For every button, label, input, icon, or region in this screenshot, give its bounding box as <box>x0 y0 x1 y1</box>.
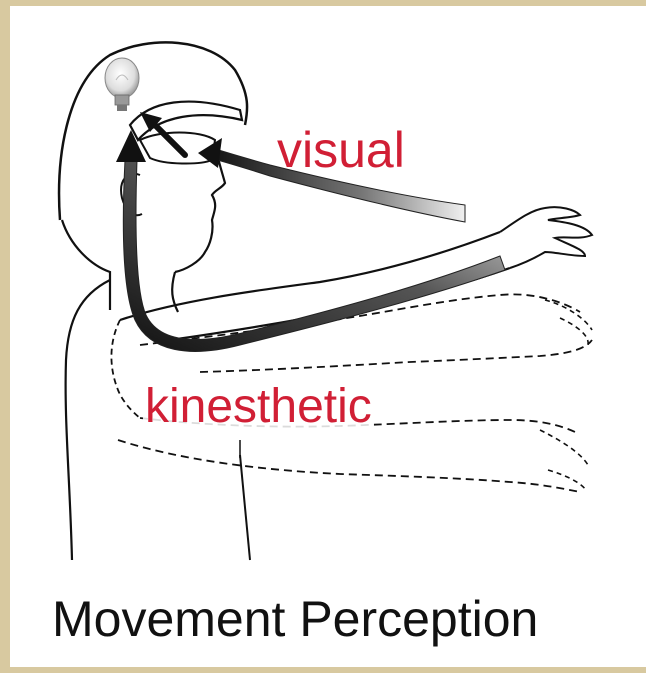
lightbulb-icon <box>105 58 139 111</box>
figure-caption: Movement Perception <box>52 594 538 644</box>
hand-dashed-low <box>540 430 588 490</box>
kinesthetic-arrow-body <box>123 160 505 351</box>
neck-back <box>62 220 110 310</box>
arm-dashed-low-lower <box>118 440 580 492</box>
shoulder-sketch <box>111 320 140 418</box>
kinesthetic-label: kinesthetic <box>143 383 374 431</box>
arm-dashed-mid <box>200 340 592 372</box>
hand-raised <box>500 207 592 268</box>
torso <box>66 280 110 560</box>
head-outline <box>59 42 247 220</box>
visual-label: visual <box>277 125 405 175</box>
torso-front <box>240 455 250 560</box>
